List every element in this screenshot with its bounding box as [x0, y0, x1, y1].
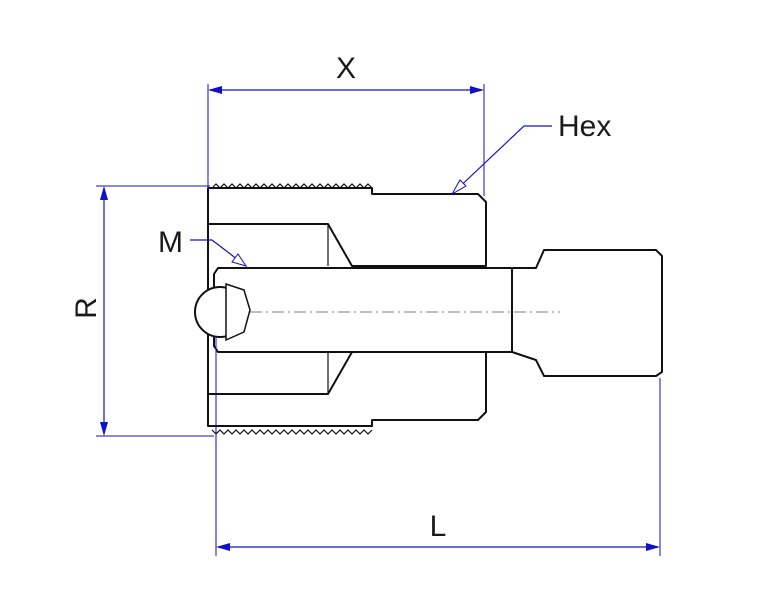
- m-leader: M: [158, 226, 248, 267]
- hex-leader: Hex: [450, 110, 611, 196]
- ball: [194, 282, 251, 342]
- dimension-x: X: [207, 52, 485, 196]
- dimension-r: R: [70, 185, 214, 437]
- stem-head: [511, 249, 663, 377]
- dimension-l: L: [215, 336, 661, 556]
- stem-shaft: [213, 267, 513, 353]
- label-m: M: [158, 226, 183, 259]
- label-l: L: [430, 510, 447, 543]
- label-x: X: [336, 52, 356, 85]
- body-upper-wall: [207, 187, 487, 267]
- lower-thread: [211, 429, 373, 435]
- label-hex: Hex: [558, 110, 611, 143]
- body-lower-wall: [207, 351, 487, 427]
- label-r: R: [70, 297, 103, 319]
- plug-stem: [213, 249, 663, 377]
- upper-thread: [211, 183, 373, 189]
